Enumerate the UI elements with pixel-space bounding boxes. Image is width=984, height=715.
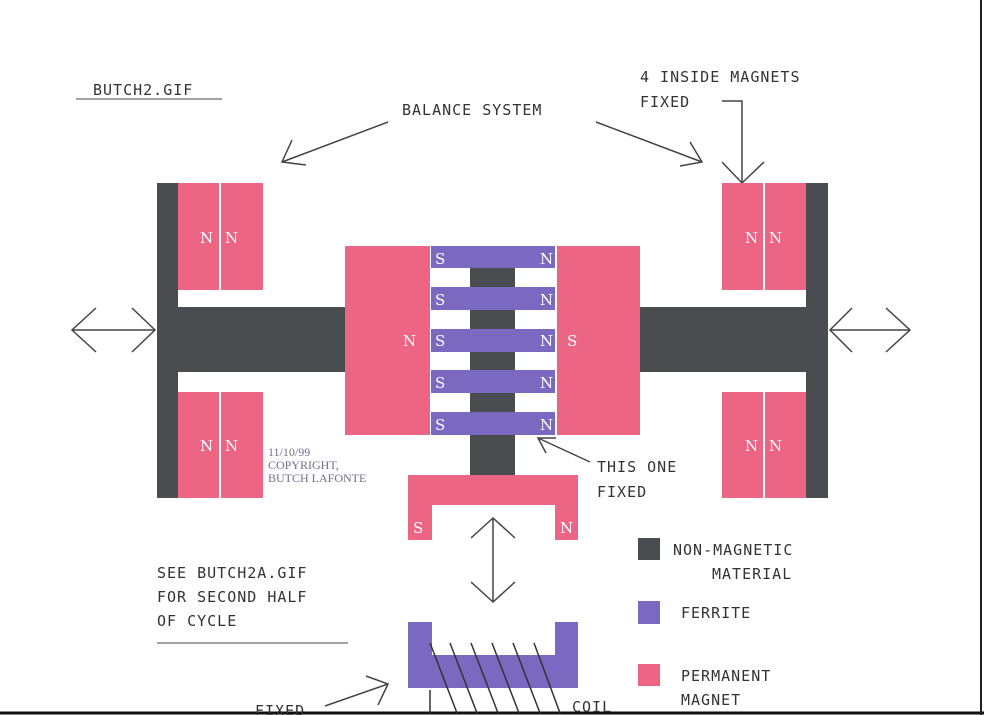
svg-text:N: N <box>540 332 553 350</box>
svg-text:N: N <box>200 437 213 455</box>
fixed-bottom-label: FIXED <box>255 702 305 715</box>
inside-magnets-label: 4 INSIDE MAGNETS <box>640 68 801 86</box>
coil-label: COIL <box>572 698 612 715</box>
svg-text:N: N <box>769 437 782 455</box>
vertical-double-arrow-icon <box>470 516 516 604</box>
legend-swatch-magnet <box>638 664 660 686</box>
left-horizontal-bar <box>157 307 347 372</box>
see-note-line3: OF CYCLE <box>157 612 237 630</box>
legend: NON-MAGNETIC MATERIAL FERRITE PERMANENT … <box>638 538 793 709</box>
legend-ferrite-label: FERRITE <box>681 604 751 622</box>
svg-text:N: N <box>200 229 213 247</box>
balance-arrow-left <box>280 121 389 166</box>
inside-magnets-arrow <box>721 100 765 185</box>
svg-text:S: S <box>435 416 445 434</box>
title-label: BUTCH2.GIF <box>93 81 193 99</box>
ferrite-u-core <box>408 622 578 688</box>
svg-text:N: N <box>540 374 553 392</box>
right-double-arrow-icon <box>828 307 912 353</box>
balance-system-label: BALANCE SYSTEM <box>402 101 542 119</box>
see-note-line1: SEE BUTCH2A.GIF <box>157 564 307 582</box>
ferrite-bars <box>431 246 555 435</box>
svg-text:N: N <box>225 229 238 247</box>
svg-text:N: N <box>745 437 758 455</box>
svg-text:S: S <box>567 332 577 350</box>
legend-non-magnetic-label-2: MATERIAL <box>712 565 792 583</box>
svg-text:S: S <box>435 250 445 268</box>
legend-magnet-label-2: MAGNET <box>681 691 741 709</box>
this-one-fixed-arrow <box>536 437 591 463</box>
legend-non-magnetic-label: NON-MAGNETIC <box>673 541 793 559</box>
svg-text:N: N <box>225 437 238 455</box>
fixed-arrow <box>324 675 390 707</box>
svg-text:S: S <box>435 374 445 392</box>
legend-magnet-label: PERMANENT <box>681 667 771 685</box>
svg-text:N: N <box>403 332 416 350</box>
see-note-line2: FOR SECOND HALF <box>157 588 307 606</box>
inside-magnets-fixed-label: FIXED <box>640 93 690 111</box>
left-double-arrow-icon <box>70 307 157 353</box>
legend-swatch-ferrite <box>638 601 660 624</box>
copyright-author: BUTCH LAFONTE <box>268 471 366 485</box>
svg-text:N: N <box>769 229 782 247</box>
copyright-line: COPYRIGHT, <box>268 458 339 472</box>
svg-text:N: N <box>540 416 553 434</box>
svg-text:N: N <box>560 519 573 537</box>
center-right-magnet <box>557 246 640 435</box>
svg-text:S: S <box>435 332 445 350</box>
svg-text:N: N <box>745 229 758 247</box>
svg-text:S: S <box>413 519 423 537</box>
svg-text:N: N <box>540 291 553 309</box>
coil-windings <box>429 642 561 714</box>
moving-u-magnet: S N <box>408 475 578 540</box>
svg-text:N: N <box>540 250 553 268</box>
center-left-magnet <box>345 246 430 435</box>
this-one-fixed-label: FIXED <box>597 483 647 501</box>
svg-text:S: S <box>435 291 445 309</box>
this-one-label: THIS ONE <box>597 458 677 476</box>
copyright-date: 11/10/99 <box>268 445 310 459</box>
balance-arrow-right <box>595 121 704 167</box>
legend-swatch-non-magnetic <box>638 538 660 560</box>
